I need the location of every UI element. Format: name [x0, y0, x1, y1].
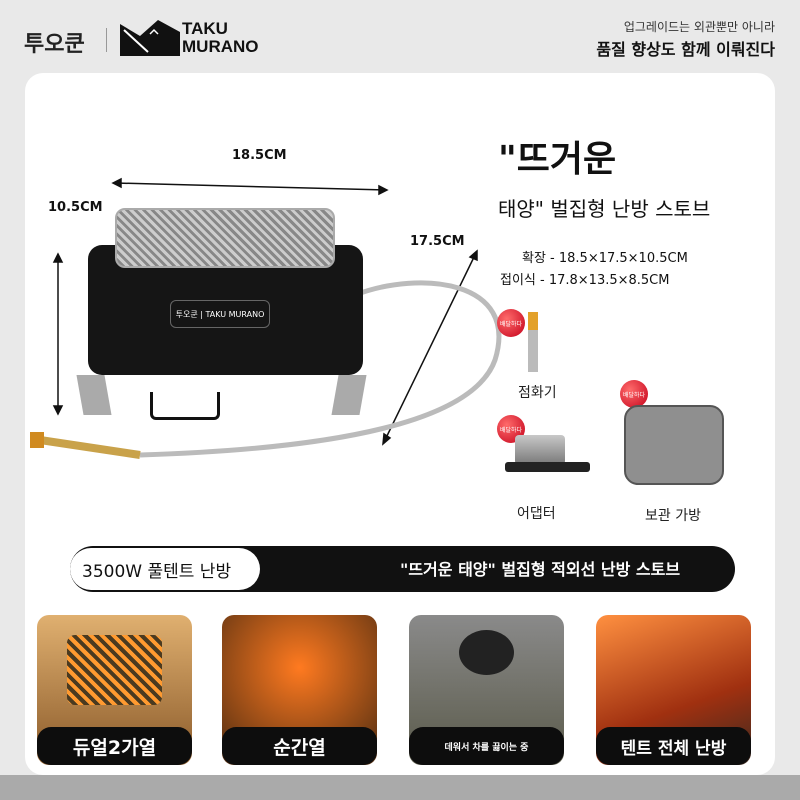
feature-label: 듀얼2가열 — [37, 727, 192, 765]
feature-label: 텐트 전체 난방 — [596, 727, 751, 765]
igniter-icon — [528, 312, 538, 372]
feature-photo-boiling-tea: 데워서 차를 끓이는 중 — [409, 615, 564, 765]
accessory-badge: 배달하다 — [497, 309, 525, 337]
heater-handle — [150, 392, 220, 420]
dim-depth: 17.5CM — [410, 234, 465, 249]
tagline-small: 업그레이드는 외관뿐만 아니라 — [623, 20, 775, 34]
heater-logo-plate: 투오쿤 | TAKU MURANO — [170, 300, 270, 328]
brand-logo-icon — [120, 20, 180, 56]
tagline-large: 품질 향상도 함께 이뤄진다 — [596, 40, 775, 59]
dimension-arrows — [30, 177, 502, 459]
feature-photo-dual-heat: 듀얼2가열 — [37, 615, 192, 765]
product-title-line1: "뜨거운 — [498, 139, 617, 180]
logo-line1: TAKU — [182, 19, 228, 38]
adapter-icon — [515, 435, 565, 465]
kettle-icon — [459, 630, 514, 675]
dim-width: 18.5CM — [232, 148, 287, 163]
dim-height: 10.5CM — [48, 200, 103, 215]
accessory-badge: 배달하다 — [620, 380, 648, 408]
feature-label: 순간열 — [222, 727, 377, 765]
adapter-base — [505, 462, 590, 472]
bottom-strip — [0, 775, 800, 800]
feature-photo-tent-heating: 텐트 전체 난방 — [596, 615, 751, 765]
accessory-label: 점화기 — [518, 385, 557, 401]
heater-grill-photo — [67, 635, 162, 705]
logo-line2: MURANO — [182, 37, 259, 56]
divider — [106, 28, 107, 52]
feature-label: 데워서 차를 끓이는 중 — [409, 727, 564, 765]
storage-bag-icon — [624, 405, 724, 485]
banner-pill: 3500W 풀텐트 난방 — [70, 548, 260, 590]
feature-photo-instant-heat: 순간열 — [222, 615, 377, 765]
spec-folded: 접이식 - 17.8×13.5×8.5CM — [500, 273, 670, 288]
accessory-label: 어댑터 — [517, 506, 556, 522]
spec-expanded: 확장 - 18.5×17.5×10.5CM — [522, 251, 688, 266]
heater-grill — [115, 208, 335, 268]
banner-text: "뜨거운 태양" 벌집형 적외선 난방 스토브 — [400, 560, 681, 579]
product-title-line2: 태양" 벌집형 난방 스토브 — [498, 197, 711, 221]
accessory-label: 보관 가방 — [645, 508, 701, 524]
brand-name: 투오쿤 — [24, 32, 85, 57]
